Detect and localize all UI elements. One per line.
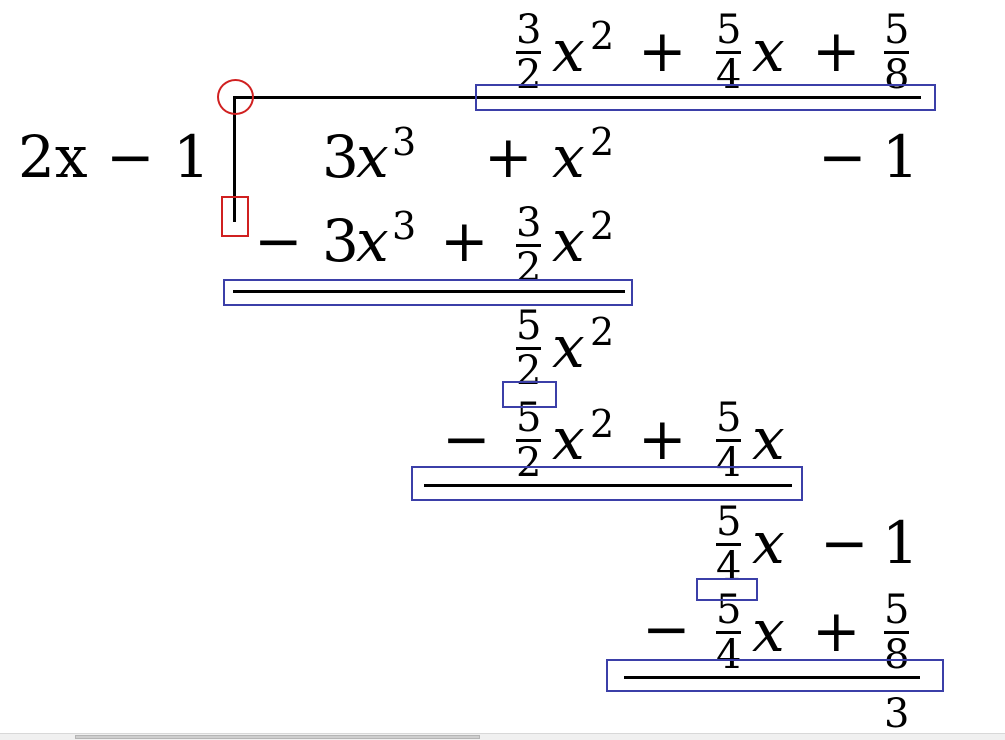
step2-op: + [638,405,687,473]
rem1-exp: 2 [590,310,615,354]
dividend-sign-3: − [818,123,867,191]
dividend-exp-1: 3 [392,120,417,164]
step2-exp: 2 [590,402,615,446]
rem1-fraction-selection-box[interactable] [502,381,557,408]
step1-op: + [440,207,489,275]
step2-var2: x [752,405,785,473]
divisor: 2x − 1 [18,123,210,191]
quotient-var-1: x [552,17,585,85]
step2-underline [424,484,792,487]
horizontal-scrollbar[interactable] [0,733,1005,740]
step1-line-selection-box[interactable] [223,279,633,306]
quotient-line-selection-box[interactable] [475,84,936,111]
rem2-var: x [752,509,785,577]
step1-underline [233,290,625,293]
step1-coef: 3 [322,207,359,275]
quotient-var-2: x [752,17,785,85]
rem2-fraction-selection-box[interactable] [696,578,758,601]
step2-var: x [552,405,585,473]
rem2-op: − [820,509,869,577]
quotient-op-2: + [812,17,861,85]
step1-sign: − [254,207,303,275]
dividend-sign-2: + [484,123,533,191]
step1-var: x [356,207,389,275]
quotient-exp-1: 2 [590,14,615,58]
step3-underline [624,676,920,679]
dividend-coef-1: 3 [322,123,359,191]
scrollbar-thumb[interactable] [75,735,480,739]
rem1-var: x [552,313,585,381]
dividend-var-1: x [356,123,389,191]
rem2-const: 1 [882,509,919,577]
step1-var2: x [552,207,585,275]
dividend-var-2: x [552,123,585,191]
step3-var: x [752,597,785,665]
step1-exp2: 2 [590,204,615,248]
step3-sign: − [642,595,691,663]
step2-line-selection-box[interactable] [411,466,803,501]
step2-sign: − [442,405,491,473]
division-left-bar [233,96,236,222]
quotient-op-1: + [638,17,687,85]
dividend-exp-2: 2 [590,120,615,164]
step3-op: + [812,597,861,665]
final-remainder: 3 [884,691,910,737]
dividend-const: 1 [882,123,919,191]
step3-line-selection-box[interactable] [606,659,944,692]
corner-handle-icon[interactable] [217,79,254,115]
step1-exp: 3 [392,204,417,248]
division-top-bar [235,96,921,99]
cursor-marker-icon[interactable] [221,196,249,237]
